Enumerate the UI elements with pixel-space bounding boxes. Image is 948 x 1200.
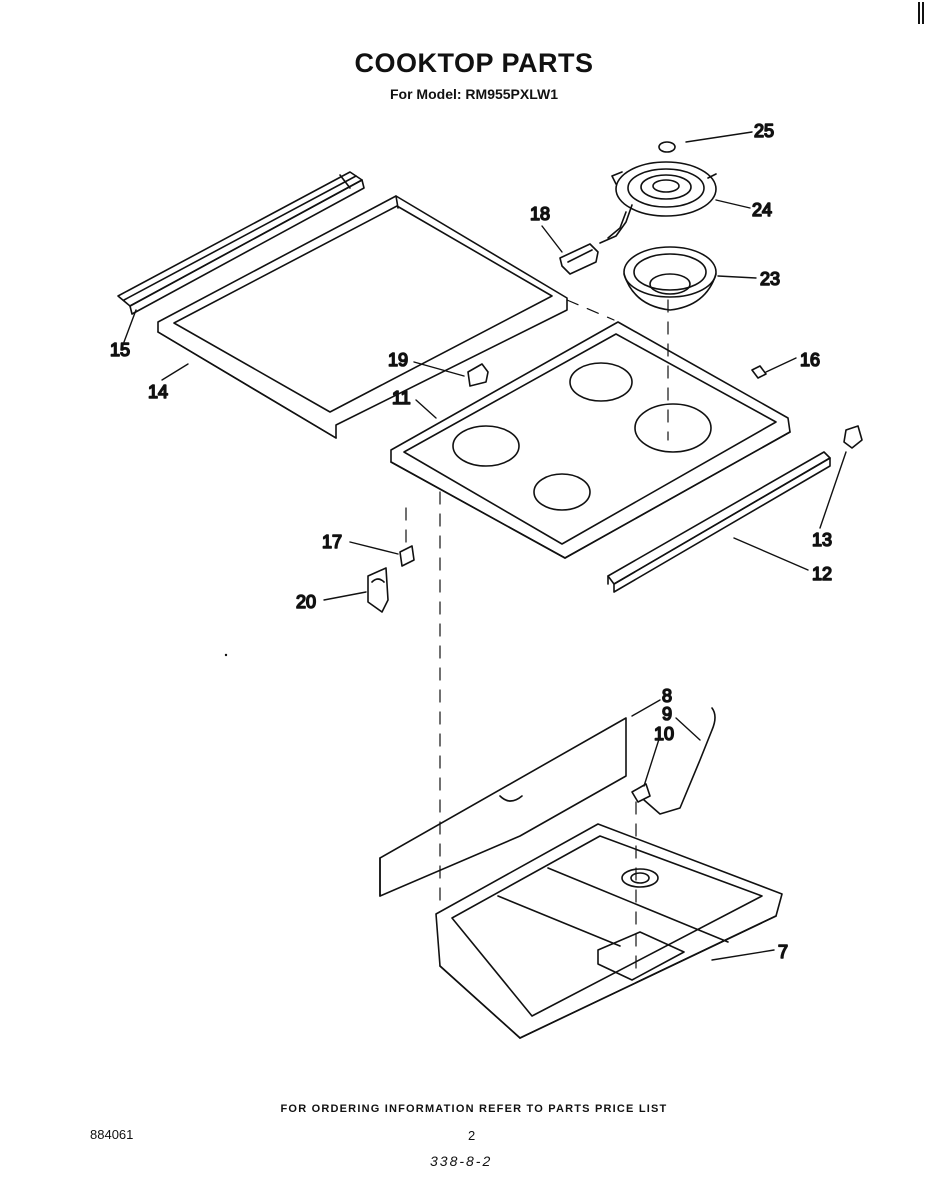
part-17-bracket [399,545,415,567]
callout-16: 16 [800,350,820,370]
part-23-drip-bowl [623,246,717,311]
callout-23: 23 [760,269,780,289]
page-number: 2 [468,1128,476,1143]
callout-8: 8 [662,686,672,706]
part-9-wire [643,707,716,815]
part-16-clip [751,365,767,379]
handwritten-code: 338-8-2 [430,1153,493,1169]
alignment-lines [405,299,669,973]
part-20-bracket [367,567,389,613]
part-14-cooktop-frame [157,195,568,439]
part-24-surface-element [599,141,717,244]
callout-10: 10 [654,724,674,744]
model-subtitle: For Model: RM955PXLW1 [389,86,559,102]
part-10-clip [631,783,651,803]
callout-12: 12 [812,564,832,584]
part-7-burner-box [435,823,783,1039]
part-13-bracket [843,425,863,449]
part-11-cooktop [390,321,791,559]
callout-7: 7 [778,942,788,962]
callout-18: 18 [530,204,550,224]
callout-15: 15 [110,340,130,360]
page-title: COOKTOP PARTS [354,48,594,78]
leader-lines [123,131,847,961]
callout-17: 17 [322,532,342,552]
callout-19: 19 [388,350,408,370]
callout-13: 13 [812,530,832,550]
document-number: 884061 [90,1127,134,1142]
callout-11: 11 [392,388,411,408]
part-8-rear-panel [379,717,627,897]
ordering-note: FOR ORDERING INFORMATION REFER TO PARTS … [280,1103,668,1115]
callout-25: 25 [754,121,774,141]
part-12-front-trim-strip [607,451,831,593]
part-15-rear-trim-strip [117,171,365,315]
callout-20: 20 [296,592,316,612]
stray-dot [224,653,228,657]
callout-9: 9 [662,704,672,724]
part-19-clip [467,363,489,387]
callout-24: 24 [752,200,772,220]
part-18-terminal-block [559,243,599,275]
corner-registration-mark [918,2,924,24]
callout-14: 14 [148,382,168,402]
